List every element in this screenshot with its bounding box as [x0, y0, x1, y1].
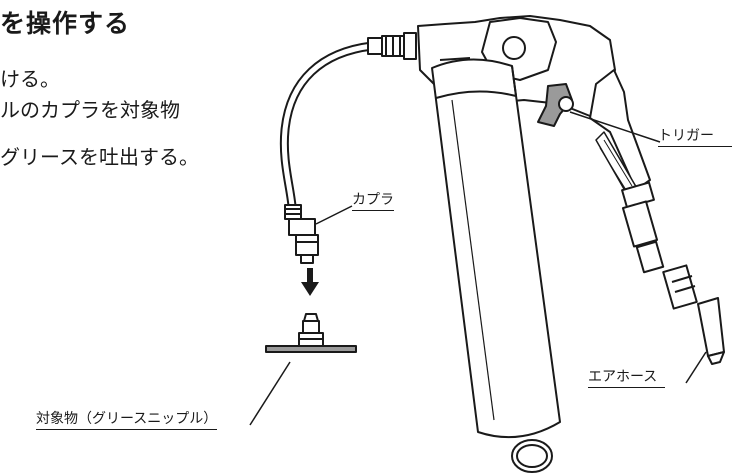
instruction-line: グリースを吐出する。 — [0, 145, 199, 169]
instruction-line: ける。 — [0, 67, 60, 91]
target-leader — [249, 361, 291, 426]
grease-nipple — [265, 313, 357, 353]
coupler-leader — [315, 205, 353, 225]
grease-barrel — [431, 58, 561, 439]
air-hose-leader — [685, 351, 707, 384]
label-coupler: カプラ — [352, 189, 394, 211]
air-hose — [697, 297, 725, 357]
section-heading: を操作する — [0, 9, 131, 38]
trigger — [537, 83, 573, 127]
down-arrow-icon — [301, 268, 319, 296]
label-target: 対象物（グリースニップル） — [36, 408, 218, 430]
hose-fitting — [367, 32, 417, 60]
grease-hose — [279, 41, 373, 207]
air-connector — [621, 181, 698, 310]
coupler — [284, 204, 319, 264]
instruction-line: ルのカプラを対象物 — [0, 98, 180, 122]
gun-handle — [589, 69, 651, 191]
label-air-hose: エアホース — [588, 366, 666, 388]
trigger-leader — [569, 111, 661, 143]
instruction-text: ける。 ルのカプラを対象物 グリースを吐出する。 — [0, 64, 199, 173]
label-trigger: トリガー — [658, 125, 732, 147]
